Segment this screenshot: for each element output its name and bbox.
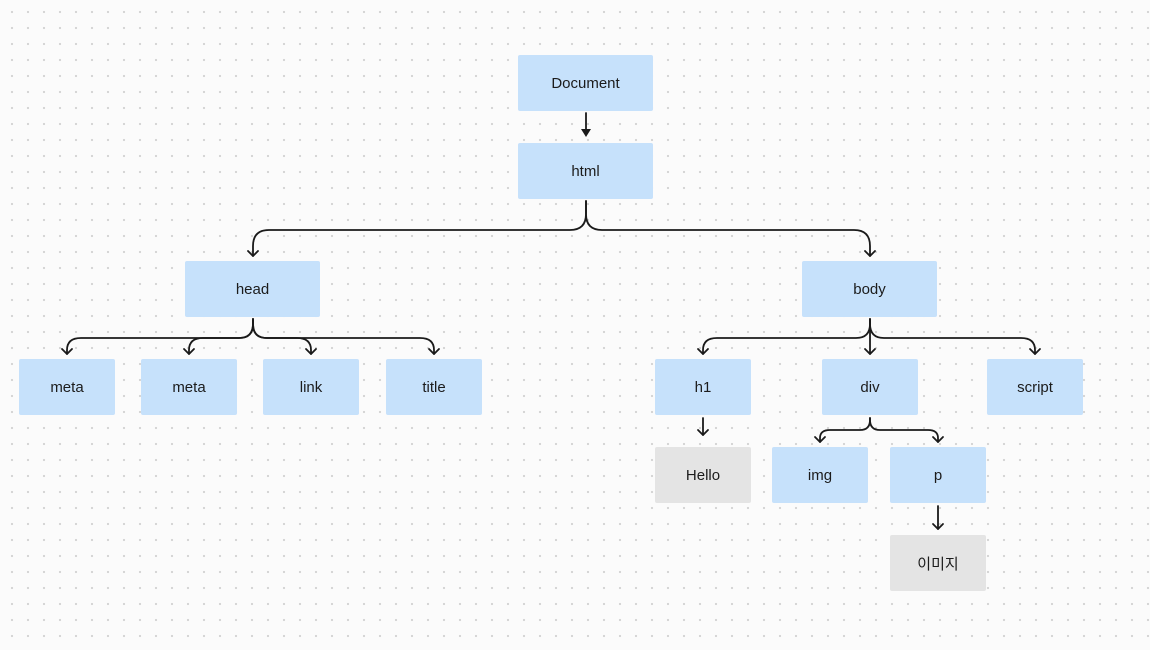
node-body[interactable]: body [802, 261, 937, 317]
arrowhead-icon [581, 129, 591, 137]
arrowhead-icon [305, 348, 317, 355]
node-script[interactable]: script [987, 359, 1083, 415]
arrowhead-icon [697, 429, 709, 436]
text-node-image[interactable]: 이미지 [890, 535, 986, 591]
arrowhead-icon [932, 523, 944, 530]
edge-div-img [819, 417, 871, 443]
arrowhead-icon [61, 348, 73, 355]
arrowhead-icon [814, 436, 826, 443]
edge-head-meta2 [188, 318, 254, 355]
arrowhead-icon [864, 250, 876, 257]
edge-head-title [252, 318, 435, 355]
edge-body-script [869, 318, 1036, 355]
arrowhead-icon [247, 250, 259, 257]
arrowhead-icon [932, 436, 944, 443]
node-div[interactable]: div [822, 359, 918, 415]
node-document[interactable]: Document [518, 55, 653, 111]
node-meta[interactable]: meta [19, 359, 115, 415]
edge-head-meta1 [66, 318, 254, 355]
edge-html-head [252, 200, 587, 257]
arrowhead-icon [697, 348, 709, 355]
arrowhead-icon [428, 348, 440, 355]
edge-div-p [869, 417, 939, 443]
edge-html-body [585, 200, 871, 257]
node-head[interactable]: head [185, 261, 320, 317]
arrowhead-icon [864, 348, 876, 355]
node-p[interactable]: p [890, 447, 986, 503]
node-html[interactable]: html [518, 143, 653, 199]
arrowhead-icon [1029, 348, 1041, 355]
node-h1[interactable]: h1 [655, 359, 751, 415]
node-title[interactable]: title [386, 359, 482, 415]
node-link[interactable]: link [263, 359, 359, 415]
edge-body-h1 [702, 318, 871, 355]
node-img[interactable]: img [772, 447, 868, 503]
node-meta[interactable]: meta [141, 359, 237, 415]
text-node-hello[interactable]: Hello [655, 447, 751, 503]
arrowhead-icon [183, 348, 195, 355]
